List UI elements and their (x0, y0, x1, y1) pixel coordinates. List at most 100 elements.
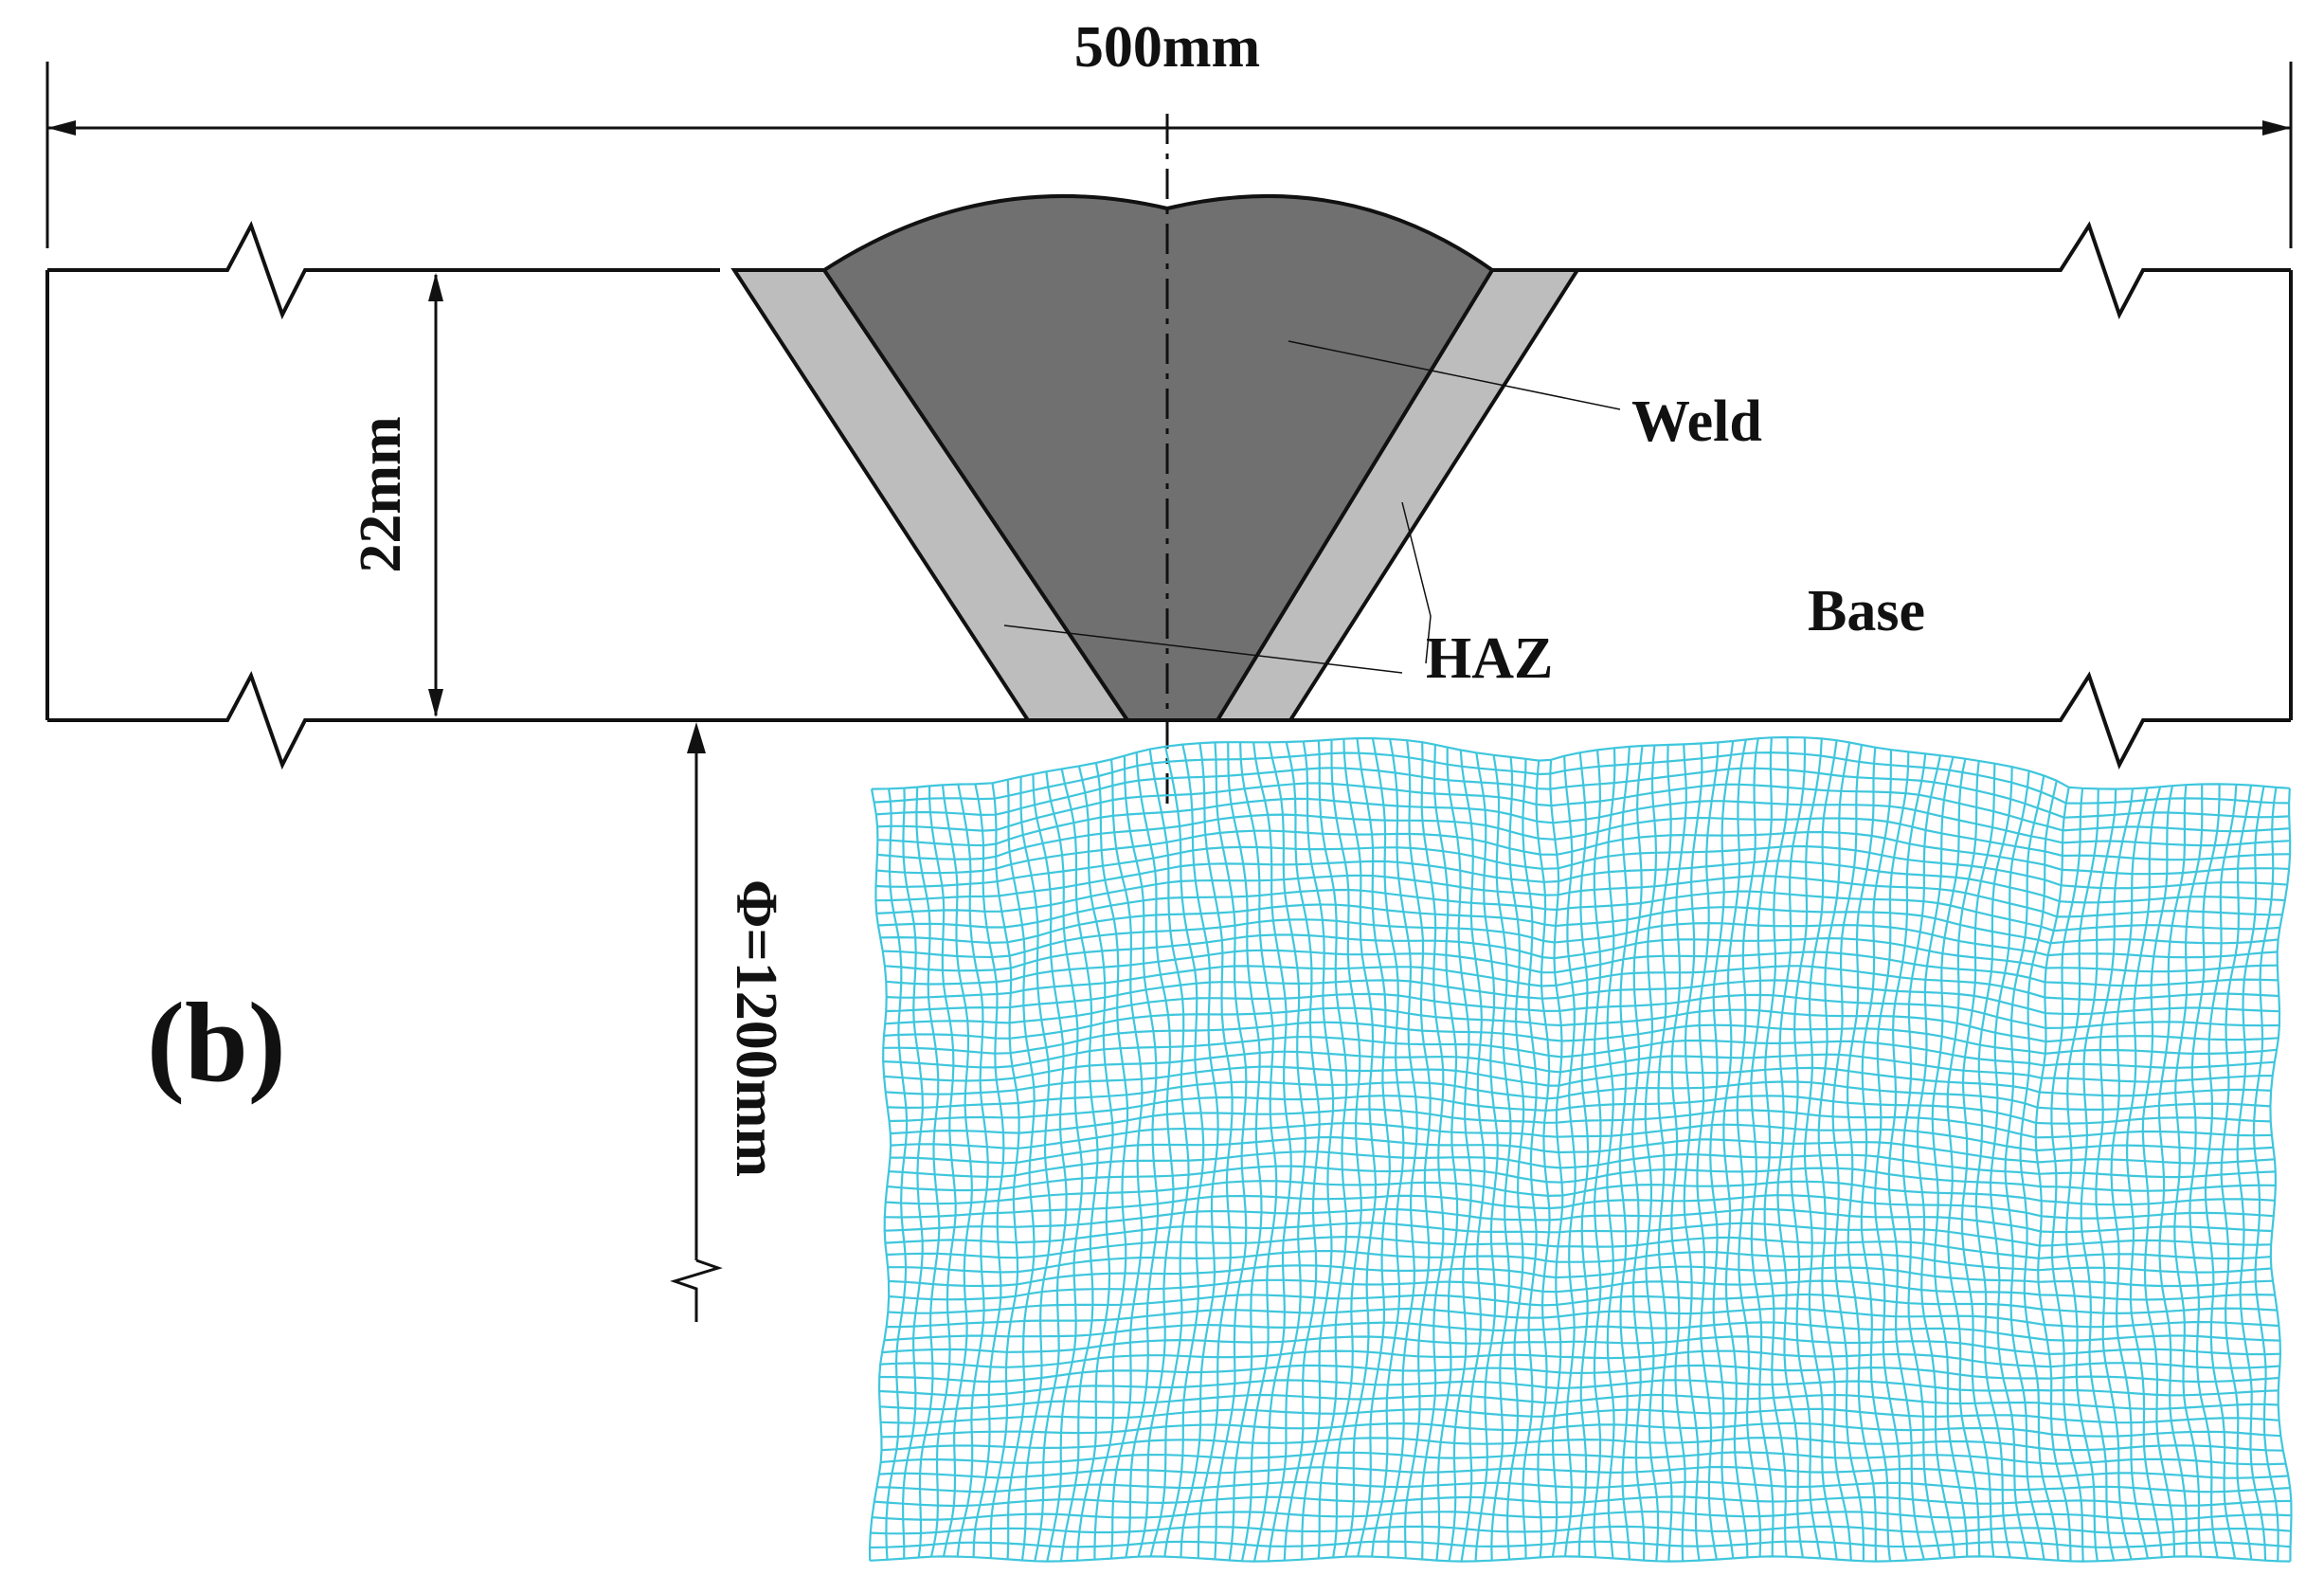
mesh-row-line (888, 1249, 2272, 1274)
mesh-column-line (1618, 746, 1631, 1560)
mesh-row-line (882, 1335, 2280, 1356)
mesh-column-line (1180, 744, 1219, 1558)
mesh-column-line (1644, 745, 1660, 1562)
mesh-column-line (2110, 787, 2149, 1559)
mesh-column-line (1135, 751, 1175, 1557)
mesh-column-line (1239, 742, 1278, 1562)
mesh-column-line (868, 788, 892, 1561)
mesh-column-line (1330, 739, 1362, 1558)
mesh-column-line (1059, 769, 1099, 1562)
mesh-column-line (1420, 742, 1445, 1560)
mesh-column-line (1776, 737, 1807, 1558)
mesh-column-line (1032, 773, 1068, 1562)
mesh-column-line (1317, 740, 1348, 1559)
mesh-column-line (2173, 784, 2204, 1557)
haz-label: HAZ (1426, 626, 1553, 691)
mesh-column-line (1736, 738, 1762, 1557)
mesh-column-line (1696, 742, 1720, 1560)
mesh-column-line (1490, 754, 1512, 1561)
diameter-break (670, 1258, 723, 1322)
weld-label: Weld (1631, 389, 1762, 454)
mesh-column-line (1670, 744, 1687, 1562)
mesh-row-line (879, 1364, 2279, 1384)
mesh-column-line (1974, 767, 2013, 1558)
mesh-column-line (2050, 787, 2084, 1562)
mesh-column-line (901, 787, 925, 1559)
mesh-column-line (1356, 737, 1392, 1557)
mesh-column-line (1901, 754, 1942, 1559)
mesh-column-line (1267, 742, 1307, 1562)
mesh-column-line (1227, 742, 1263, 1561)
mesh-row-line (879, 1379, 2279, 1397)
mesh-column-line (1301, 741, 1335, 1560)
width-arrow-left (47, 120, 76, 136)
mesh-row-line (881, 1436, 2283, 1452)
plate-bottom-edge-right (1290, 671, 2291, 770)
diameter-arrow (687, 722, 706, 753)
mesh-column-line (1522, 758, 1538, 1559)
mesh-column-line (1214, 742, 1248, 1560)
mesh-row-line (884, 1321, 2280, 1342)
leader-lines (1003, 340, 1621, 674)
mesh-column-line (1197, 743, 1234, 1559)
mesh-column-line (1657, 744, 1673, 1562)
mesh-column-line (1459, 750, 1486, 1562)
mesh-column-line (2204, 784, 2238, 1559)
diameter-label: Φ=1200mm (724, 879, 788, 1177)
mesh-column-line (2019, 780, 2060, 1561)
mesh-column-line (1432, 744, 1459, 1561)
mesh-column-line (1093, 762, 1129, 1560)
mesh-column-line (1474, 752, 1499, 1562)
mesh-column-line (956, 784, 989, 1557)
mesh-column-line (1387, 738, 1418, 1558)
mesh-column-line (2034, 787, 2072, 1562)
mesh-row-line (880, 1407, 2279, 1424)
mesh-column-line (2269, 787, 2293, 1562)
mesh-row-line (880, 1451, 2286, 1466)
mesh-column-line (1446, 747, 1472, 1562)
mesh-column-line (1683, 743, 1703, 1561)
mesh-column-line (1252, 742, 1292, 1562)
mesh-column-line (2125, 787, 2163, 1558)
weld-leader (1288, 340, 1621, 410)
mesh-column-line (1505, 756, 1525, 1560)
mesh-column-line (1946, 760, 1981, 1557)
mesh-column-line (1163, 746, 1205, 1557)
width-arrow-right (2262, 120, 2291, 136)
mesh-row-line (886, 1235, 2271, 1260)
mesh-column-line (1803, 740, 1838, 1560)
mesh-column-line (1960, 763, 1996, 1557)
thickness-label: 22mm (349, 416, 413, 572)
plate-bottom-edge (47, 671, 1028, 770)
mesh-column-line (1817, 742, 1852, 1561)
mesh-column-line (1371, 737, 1405, 1557)
mesh-column-line (1722, 739, 1749, 1558)
mesh-column-line (2252, 787, 2279, 1562)
mesh-column-line (1123, 755, 1160, 1558)
finite-element-mesh (868, 735, 2293, 1563)
mesh-column-line (1763, 736, 1790, 1557)
base-plate (45, 221, 2293, 770)
mesh-column-line (1109, 759, 1144, 1559)
mesh-column-line (1019, 776, 1052, 1561)
weld-bead (821, 193, 1495, 722)
mesh-row-line (874, 1495, 2292, 1508)
mesh-column-line (2189, 784, 2221, 1558)
mesh-row-line (881, 1421, 2281, 1439)
plate-top-edge-right (1573, 221, 2291, 320)
mesh-row-line (885, 1065, 2272, 1097)
base-label: Base (1808, 579, 1925, 643)
mesh-row-line (870, 1555, 2291, 1563)
mesh-column-line (1577, 752, 1590, 1557)
mesh-column-line (915, 787, 941, 1558)
mesh-column-line (1549, 759, 1564, 1557)
mesh-column-line (989, 783, 1020, 1559)
mesh-column-line (1931, 758, 1969, 1557)
mesh-column-line (2236, 786, 2267, 1561)
mesh-column-line (1403, 740, 1432, 1559)
mesh-column-line (928, 786, 957, 1557)
mesh-column-line (2080, 788, 2117, 1561)
mesh-column-line (1831, 744, 1865, 1562)
mesh-column-line (1075, 766, 1114, 1561)
